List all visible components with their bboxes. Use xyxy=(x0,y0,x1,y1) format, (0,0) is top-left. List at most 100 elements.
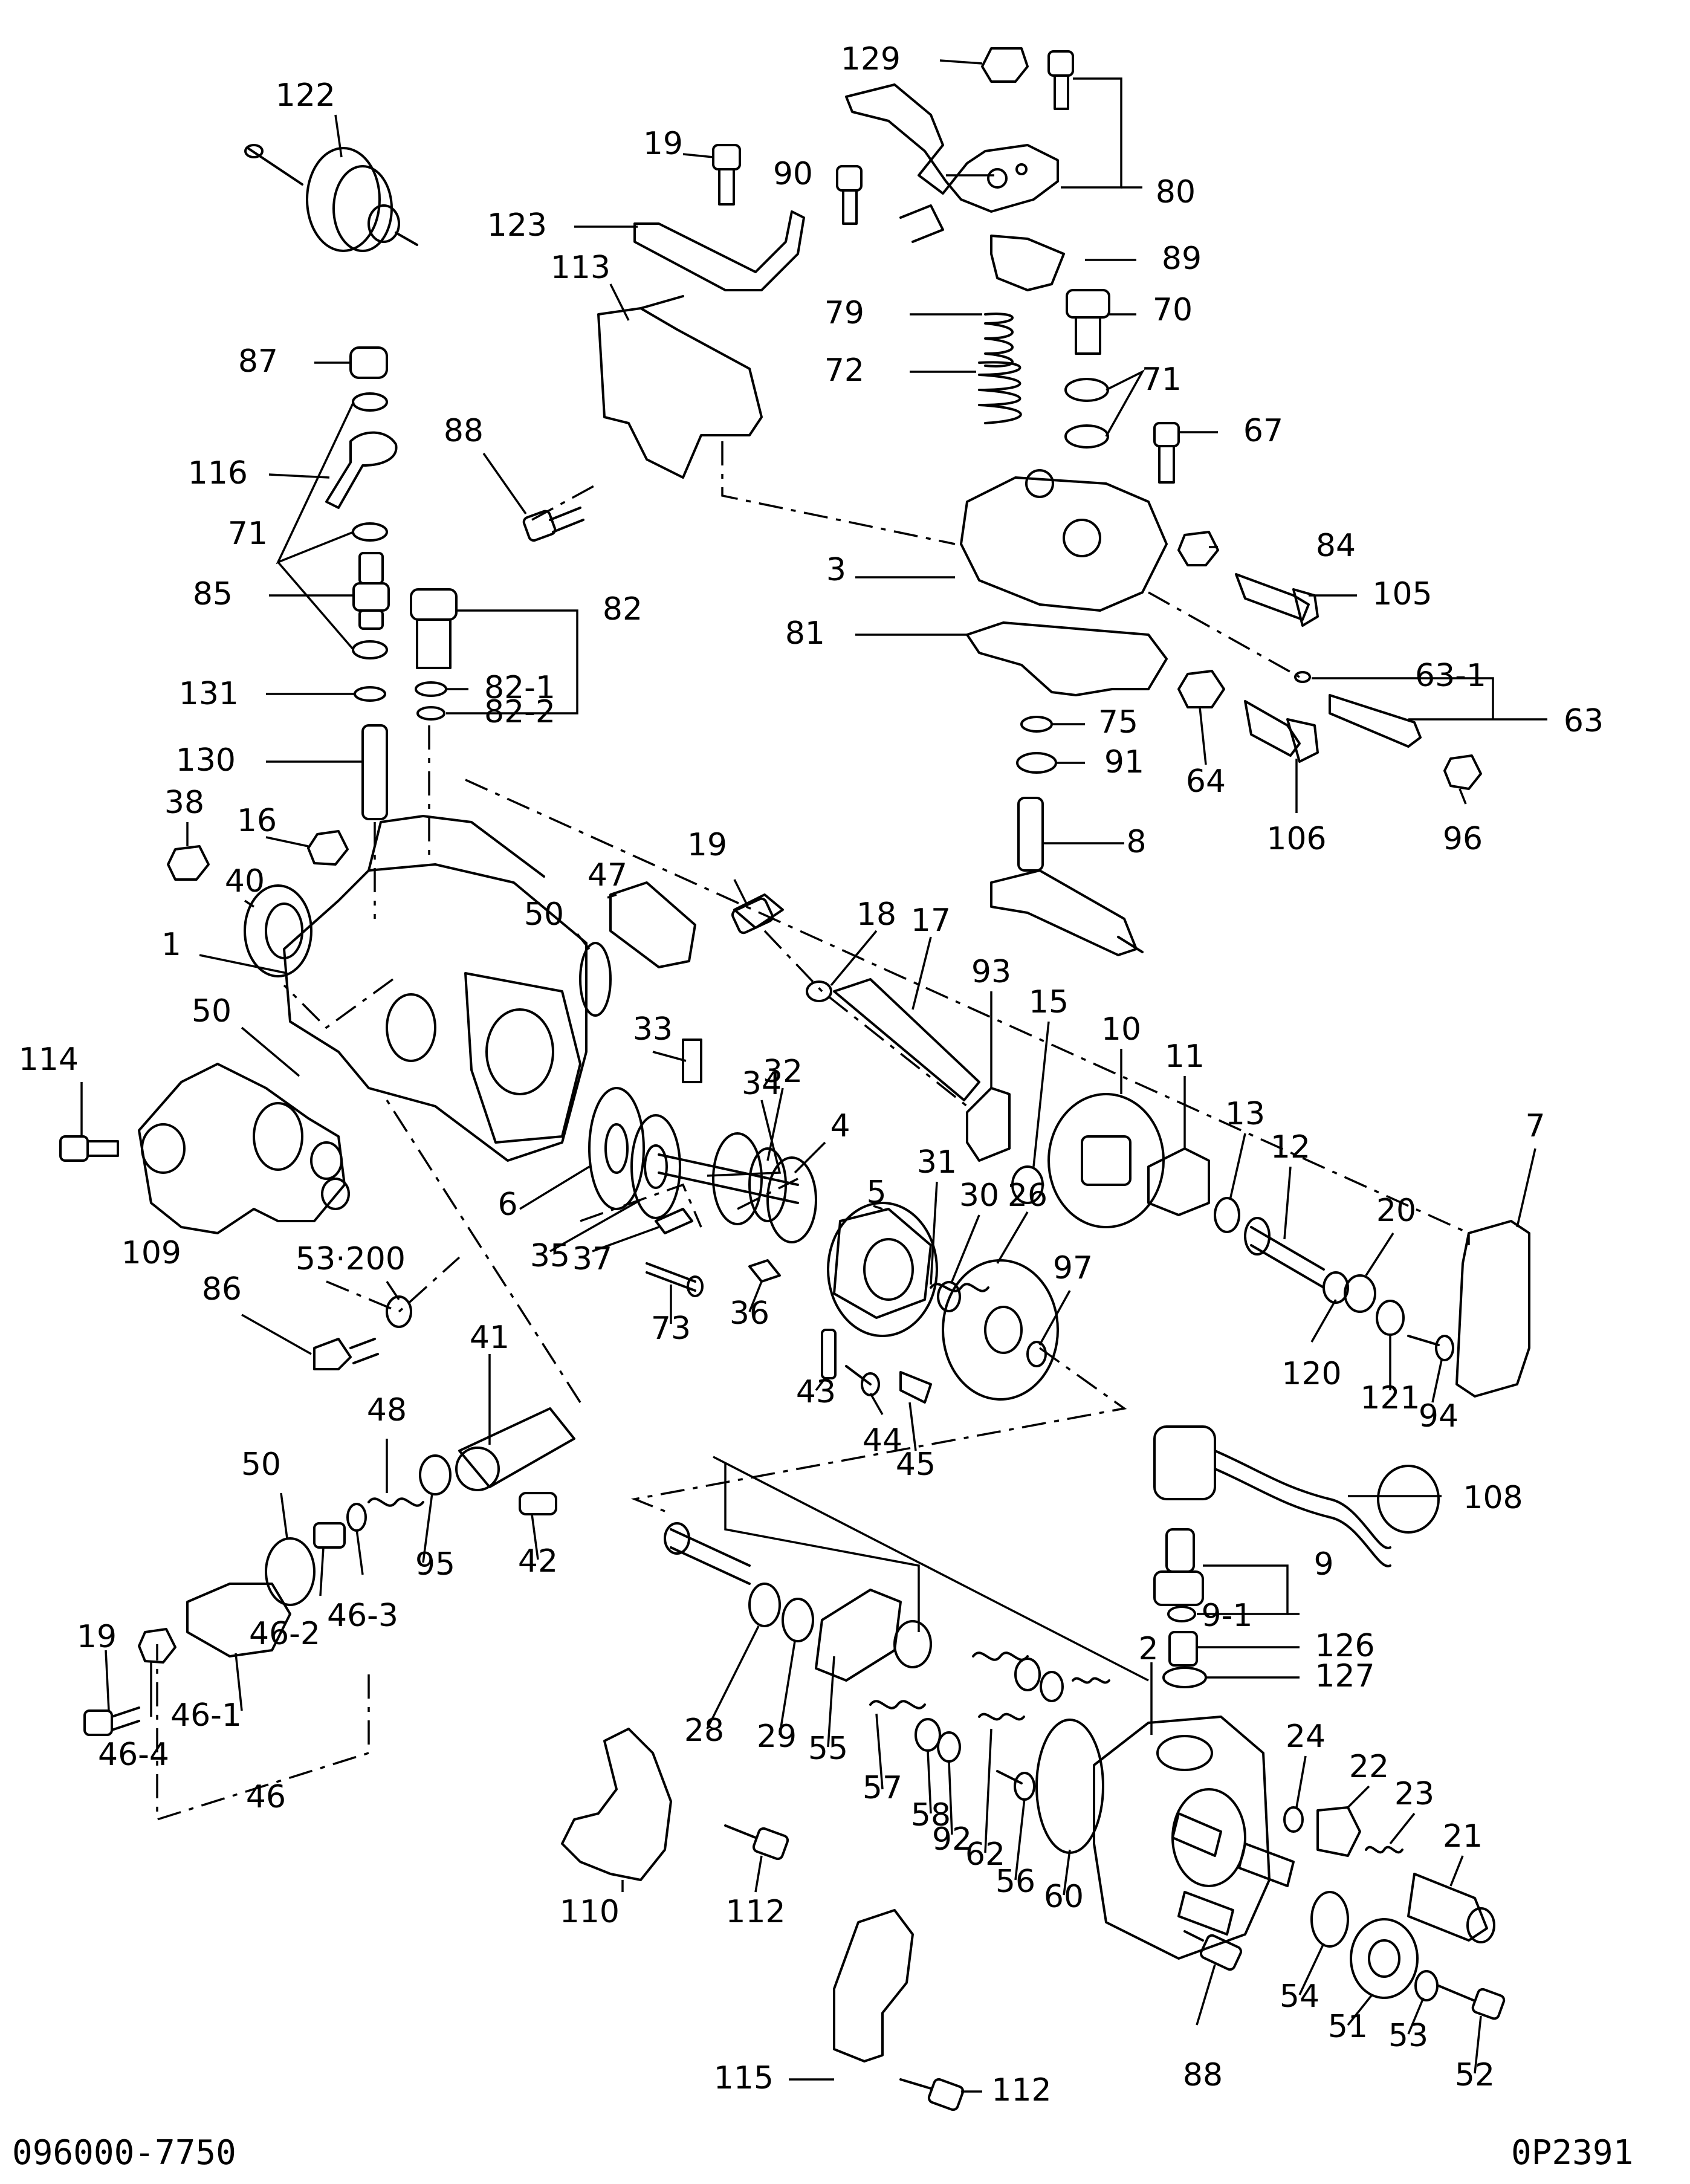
callout-73: 73 xyxy=(651,1311,691,1347)
callout-105: 105 xyxy=(1372,576,1432,612)
part-129-nut xyxy=(981,47,1029,83)
part-9-valve xyxy=(1153,1528,1204,1606)
part-2-head xyxy=(1093,1716,1295,1960)
callout-129: 129 xyxy=(841,41,901,77)
callout-19: 19 xyxy=(643,126,683,162)
callout-91: 91 xyxy=(1104,744,1144,780)
part-washer-upper-b xyxy=(1040,1671,1064,1702)
callout-10: 10 xyxy=(1101,1011,1141,1048)
callout-64: 64 xyxy=(1186,763,1226,800)
part-spring-small xyxy=(1072,1677,1110,1684)
callout-81: 81 xyxy=(785,615,825,652)
part-46-2-valve xyxy=(313,1522,346,1549)
callout-114: 114 xyxy=(19,1042,79,1078)
callout-50-1: 50 xyxy=(524,896,564,933)
callout-28: 28 xyxy=(684,1713,724,1749)
part-80-lever xyxy=(845,50,1074,243)
callout-22: 22 xyxy=(1349,1749,1389,1785)
part-106-bolt xyxy=(1244,700,1319,763)
callout-46-3: 46-3 xyxy=(327,1598,398,1634)
callout-85: 85 xyxy=(193,576,233,612)
callout-41: 41 xyxy=(470,1320,510,1356)
callout-57: 57 xyxy=(863,1770,902,1806)
callout-19-2: 19 xyxy=(687,827,727,863)
part-22-valve xyxy=(1316,1806,1361,1857)
callout-130: 130 xyxy=(176,742,236,779)
callout-9-1: 9-1 xyxy=(1202,1598,1253,1634)
callout-87: 87 xyxy=(238,343,278,380)
part-112-bolt-b xyxy=(899,2078,965,2111)
callout-96: 96 xyxy=(1443,821,1483,857)
callout-89: 89 xyxy=(1162,241,1202,277)
part-115-bracket xyxy=(833,1909,914,2062)
callout-31: 31 xyxy=(917,1144,957,1181)
part-109-feedpump xyxy=(138,1063,350,1234)
part-54-oring xyxy=(1310,1891,1349,1948)
callout-113: 113 xyxy=(551,250,610,286)
callout-126: 126 xyxy=(1315,1628,1374,1664)
callout-23: 23 xyxy=(1394,1776,1434,1812)
part-1-housing xyxy=(283,815,588,1162)
part-110-bracket xyxy=(561,1728,672,1881)
part-23-spring xyxy=(1365,1845,1403,1854)
callout-127: 127 xyxy=(1315,1658,1374,1694)
callout-21: 21 xyxy=(1443,1818,1483,1855)
part-3-cover xyxy=(960,476,1168,612)
callout-62: 62 xyxy=(965,1836,1005,1873)
part-12-shaft xyxy=(1244,1217,1325,1289)
part-113-bracket xyxy=(597,307,763,479)
callout-46: 46 xyxy=(246,1779,286,1815)
callout-63-1: 63-1 xyxy=(1415,658,1486,694)
part-18-oring xyxy=(806,980,832,1002)
callout-55: 55 xyxy=(808,1731,848,1767)
callout-44: 44 xyxy=(863,1422,902,1459)
part-85-bolt xyxy=(352,552,390,630)
callout-53-200: 53·200 xyxy=(296,1241,406,1277)
callout-40: 40 xyxy=(225,863,265,899)
callout-80: 80 xyxy=(1156,174,1196,210)
part-8-shaft xyxy=(990,797,1144,956)
callout-92: 92 xyxy=(932,1821,972,1858)
callout-35: 35 xyxy=(530,1238,570,1274)
part-52-bolt xyxy=(1437,1985,1506,2020)
part-79-spring xyxy=(984,313,1014,368)
part-45-clip xyxy=(899,1371,932,1404)
callout-4: 4 xyxy=(830,1108,850,1144)
callout-12: 12 xyxy=(1271,1129,1310,1165)
callout-15: 15 xyxy=(1029,984,1069,1020)
part-84-nut xyxy=(1177,531,1219,566)
part-55-ring xyxy=(893,1620,932,1668)
part-31-spring xyxy=(930,1283,989,1292)
callout-26: 26 xyxy=(1008,1178,1047,1214)
callout-2: 2 xyxy=(1138,1631,1158,1667)
part-19-bolt-low xyxy=(83,1706,140,1736)
callout-42: 42 xyxy=(518,1543,558,1580)
part-97-ring xyxy=(1026,1341,1047,1367)
part-72-spring xyxy=(978,361,1022,424)
part-96-cap xyxy=(1443,754,1482,790)
part-53-washer xyxy=(386,1295,412,1328)
part-38-nut xyxy=(167,845,210,881)
callout-13: 13 xyxy=(1225,1096,1265,1132)
callout-3: 3 xyxy=(826,552,846,588)
callout-5: 5 xyxy=(866,1175,886,1211)
part-46-1-cover xyxy=(186,1583,291,1657)
callout-6: 6 xyxy=(497,1187,517,1223)
callout-53: 53 xyxy=(1388,2018,1428,2054)
part-41-sleeve xyxy=(455,1407,575,1491)
callout-43: 43 xyxy=(796,1374,836,1410)
part-63-screw xyxy=(1294,671,1422,748)
part-82-2-oring xyxy=(416,706,445,721)
callout-88: 88 xyxy=(444,413,484,449)
part-70-plug xyxy=(1066,289,1110,355)
callout-46-1: 46-1 xyxy=(170,1697,242,1734)
callout-29: 29 xyxy=(757,1719,797,1755)
callout-34: 34 xyxy=(742,1066,782,1102)
drawing-code: 0P2391 xyxy=(1511,2133,1633,2173)
part-73-screw xyxy=(646,1262,704,1297)
callout-20: 20 xyxy=(1376,1193,1416,1229)
callout-123: 123 xyxy=(487,207,547,244)
callout-9: 9 xyxy=(1313,1546,1333,1583)
callout-17: 17 xyxy=(911,902,951,939)
